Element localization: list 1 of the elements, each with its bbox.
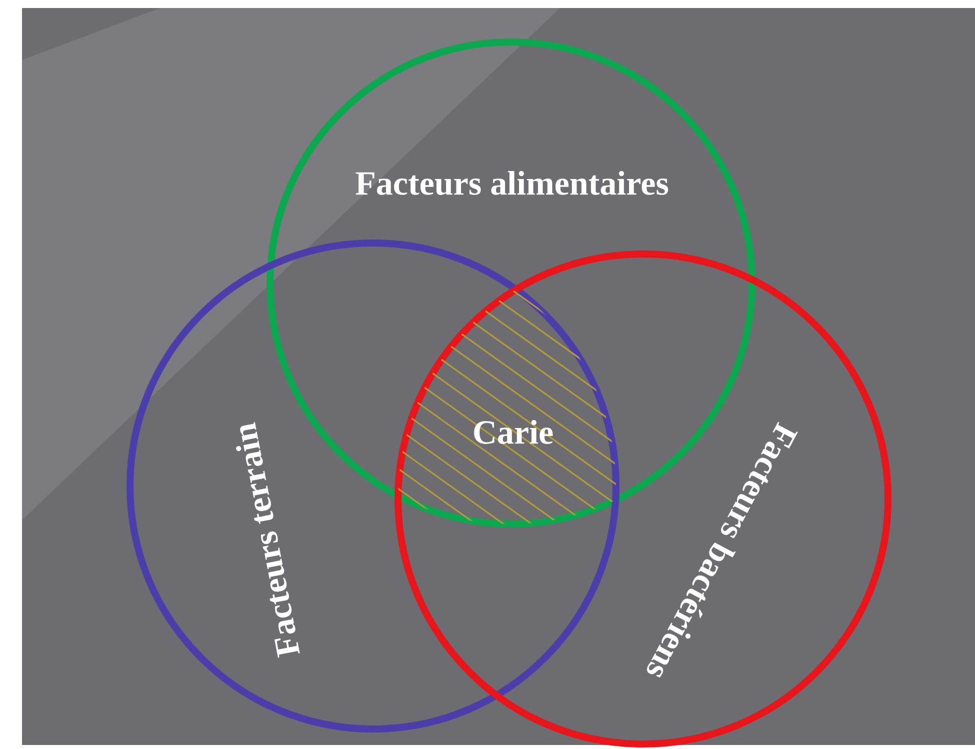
hatched-region: Carie (398, 254, 616, 524)
